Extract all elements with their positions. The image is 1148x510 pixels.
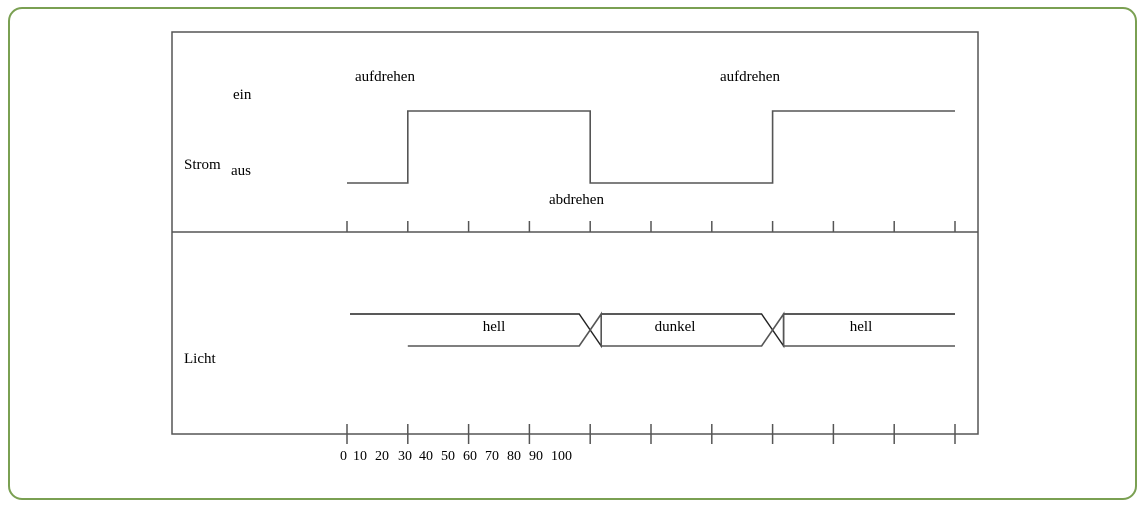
tick-label-10: 10 [353, 449, 367, 464]
tick-label-0: 0 [340, 449, 347, 464]
tick-label-100: 100 [551, 449, 572, 464]
tick-label-80: 80 [507, 449, 521, 464]
strom-level-low-label: aus [231, 163, 251, 179]
event-label-aufdrehen-2: aufdrehen [720, 69, 780, 85]
tick-label-90: 90 [529, 449, 543, 464]
diagram-box [171, 31, 979, 435]
tick-label-60: 60 [463, 449, 477, 464]
mid-axis-ticks [346, 221, 956, 232]
licht-phase-label-dunkel: dunkel [655, 319, 696, 335]
event-label-aufdrehen-1: aufdrehen [355, 69, 415, 85]
diagram-frame [8, 7, 1137, 500]
licht-row-label: Licht [184, 351, 216, 367]
event-label-abdrehen: abdrehen [549, 192, 604, 208]
tick-label-40: 40 [419, 449, 433, 464]
tick-label-70: 70 [485, 449, 499, 464]
licht-phase-label-hell-1: hell [483, 319, 506, 335]
tick-label-30: 30 [398, 449, 412, 464]
strom-row-label: Strom [184, 157, 221, 173]
tick-label-20: 20 [375, 449, 389, 464]
licht-phase-label-hell-2: hell [850, 319, 873, 335]
licht-bus-bottom-line [407, 311, 955, 347]
tick-label-50: 50 [441, 449, 455, 464]
strom-waveform [347, 110, 955, 184]
strom-level-high-label: ein [233, 87, 252, 103]
bottom-axis-ticks [346, 424, 956, 444]
